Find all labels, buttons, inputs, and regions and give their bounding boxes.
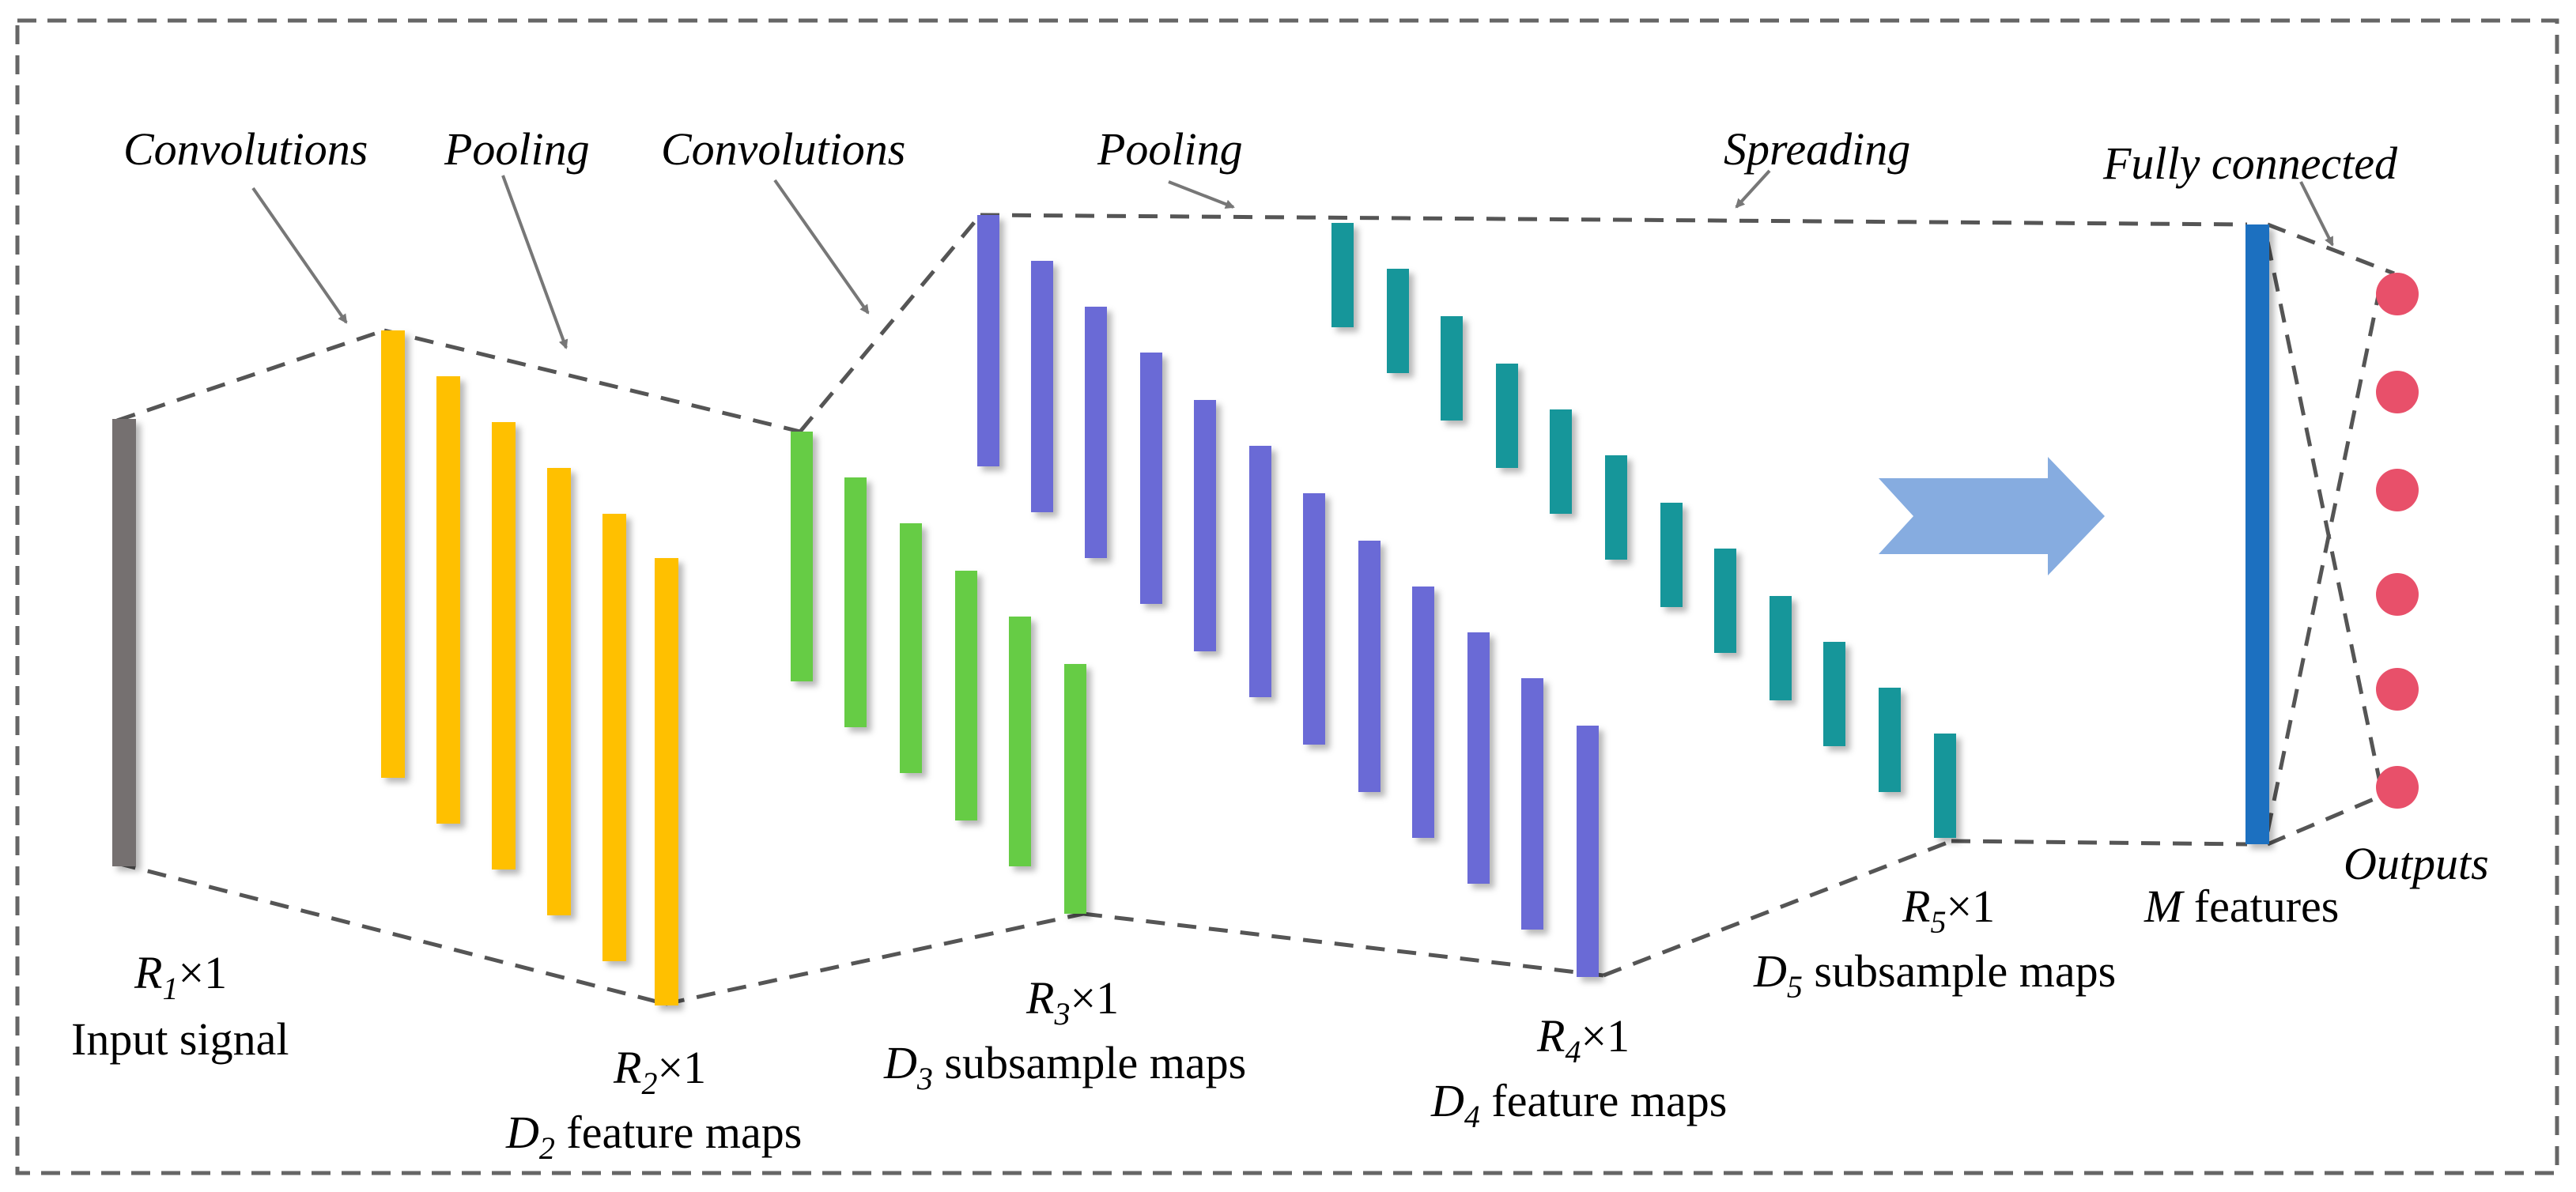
label-pooling-1: Pooling: [444, 123, 590, 175]
conv2-map: [1140, 353, 1162, 604]
output-node: [2376, 766, 2419, 809]
pool2-subsample-maps: [1331, 223, 1956, 838]
input-name-label: Input signal: [71, 1013, 289, 1065]
pool1-map: [844, 477, 867, 727]
pointer-convolutions-2: [773, 179, 870, 315]
connector-fc-outputs-bottom: [2267, 788, 2395, 847]
label-spreading: Spreading: [1724, 123, 1910, 175]
conv2-map: [1194, 400, 1216, 651]
conv2-map: [1085, 307, 1107, 558]
label-convolutions-1: Convolutions: [123, 123, 368, 175]
conv1-map: [547, 468, 571, 915]
pool1-subsample-maps: [791, 432, 1086, 914]
connector-fc-outputs-top: [2267, 222, 2395, 276]
conv1-map: [655, 558, 678, 1005]
label-fully-connected: Fully connected: [2102, 138, 2398, 189]
outputs-label: Outputs: [2344, 838, 2489, 889]
pool2-map: [1823, 642, 1845, 746]
connector-pool1-conv2-bottom: [1082, 911, 1604, 978]
pointer-pooling-2: [1168, 180, 1235, 209]
outer-frame: [15, 18, 2559, 1175]
conv2-map: [1521, 678, 1543, 930]
input-dim-label: R1×1: [134, 947, 227, 1006]
pool1-map: [1064, 664, 1086, 914]
conv2-map: [977, 215, 999, 466]
conv2-map: [1303, 493, 1325, 745]
pool1-maps-label: D3 subsample maps: [883, 1037, 1246, 1096]
label-pooling-2: Pooling: [1097, 123, 1243, 175]
connector-fc-outputs-cross-1: [2265, 241, 2382, 783]
conv1-map: [436, 376, 460, 824]
pointer-fully-connected: [2299, 181, 2334, 247]
pool2-map: [1934, 734, 1956, 838]
connector-lines: [116, 213, 2395, 1006]
conv2-maps-label: D4 feature maps: [1430, 1075, 1727, 1134]
stage-labels: Convolutions Pooling Convolutions Poolin…: [123, 123, 2398, 189]
conv2-map: [1577, 726, 1599, 977]
conv2-map: [1412, 587, 1434, 838]
output-node: [2376, 668, 2419, 711]
pool2-map: [1660, 503, 1683, 607]
pointer-pooling-1: [501, 175, 568, 349]
connector-conv2-pool2-top: [980, 213, 2248, 227]
connector-pool2-fc-bottom: [1951, 839, 2248, 847]
pool2-map: [1879, 688, 1901, 792]
pool1-map: [791, 432, 813, 681]
label-convolutions-2: Convolutions: [661, 123, 905, 175]
connector-input-conv1-top: [116, 328, 385, 423]
layer-labels: R1×1 Input signal R2×1 D2 feature maps R…: [71, 838, 2489, 1166]
pool2-dim-label: R5×1: [1902, 881, 1995, 940]
pool1-map: [900, 523, 922, 773]
spreading-arrow-icon: [1879, 457, 2105, 575]
pool2-map: [1441, 316, 1463, 421]
output-node: [2376, 573, 2419, 616]
conv1-map: [492, 422, 516, 869]
pool2-map: [1770, 596, 1792, 700]
conv2-feature-maps: [977, 215, 1599, 977]
conv2-map: [1249, 446, 1271, 697]
pointer-convolutions-1: [251, 187, 348, 324]
conv1-dim-label: R2×1: [613, 1042, 706, 1101]
fc-features-label: M features: [2144, 881, 2339, 932]
conv1-map: [602, 514, 626, 961]
pool2-map: [1605, 455, 1627, 560]
connector-conv1-pool1-bottom: [665, 911, 1084, 1006]
conv2-dim-label: R4×1: [1536, 1010, 1630, 1069]
pool1-map: [1009, 617, 1031, 866]
input-bar: [112, 419, 136, 866]
output-node: [2376, 469, 2419, 511]
conv2-map: [1358, 541, 1381, 792]
pool2-map: [1714, 549, 1736, 653]
pool2-map: [1496, 364, 1518, 468]
output-node: [2376, 273, 2419, 315]
fc-bar: [2246, 224, 2269, 844]
conv1-map: [381, 330, 405, 778]
pool2-map: [1387, 269, 1409, 373]
output-node: [2376, 371, 2419, 413]
label-pointers: [251, 169, 2334, 349]
pool1-dim-label: R3×1: [1025, 972, 1119, 1032]
connector-pool1-conv2-top: [799, 213, 982, 433]
conv2-map: [1467, 632, 1490, 884]
conv2-map: [1031, 261, 1053, 512]
output-nodes: [2376, 273, 2419, 809]
input-signal-layer: [112, 419, 136, 866]
conv1-feature-maps: [381, 330, 678, 1005]
pool1-map: [955, 571, 977, 820]
connector-conv1-pool1-top: [383, 328, 801, 434]
fully-connected-layer: [2246, 224, 2269, 844]
pointer-spreading: [1735, 169, 1771, 209]
conv1-maps-label: D2 feature maps: [505, 1107, 802, 1166]
pool2-map: [1331, 223, 1354, 327]
connector-fc-outputs-cross-2: [2265, 287, 2382, 832]
pool2-maps-label: D5 subsample maps: [1753, 945, 2116, 1005]
pool2-map: [1550, 409, 1572, 514]
